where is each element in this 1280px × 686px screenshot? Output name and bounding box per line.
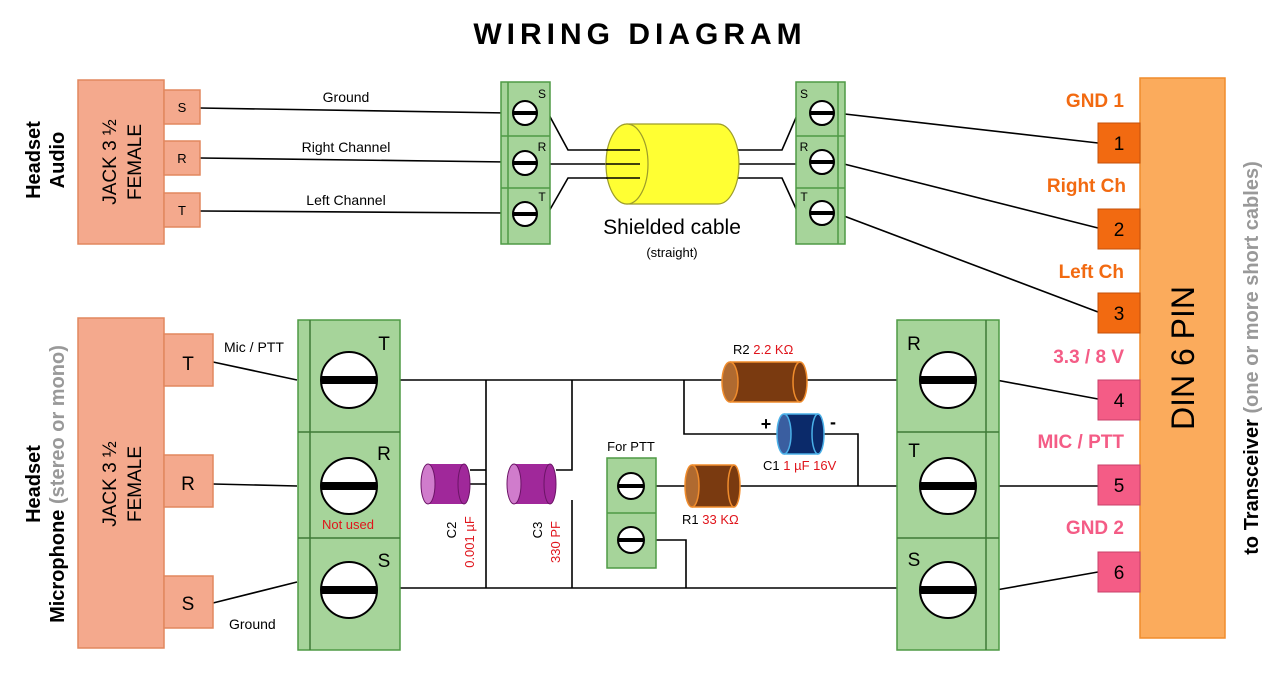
audio-jack: JACK 3 ½ FEMALE S R T xyxy=(77,79,201,245)
audio-jack-tab-label: R xyxy=(177,151,186,166)
terminal-letter: T xyxy=(538,190,546,204)
headset-microphone-label: Headset Microphone (stereo or mono) xyxy=(23,345,69,623)
din-pin-6 xyxy=(1097,551,1141,593)
din-pin-1 xyxy=(1097,122,1141,164)
terminal-letter: S xyxy=(908,550,921,571)
c1-value: 1 µF 16V xyxy=(783,458,836,473)
cable-label: Shielded cable xyxy=(603,216,741,239)
page-title: WIRING DIAGRAM xyxy=(473,18,806,51)
din-connector: DIN 6 PIN 1 2 3 4 5 6 GND 1 Right Ch Lef… xyxy=(1037,77,1226,639)
transceiver-line-a: to Transceiver xyxy=(1241,419,1263,555)
for-ptt-label: For PTT xyxy=(607,439,655,454)
mic-jack: JACK 3 ½ FEMALE T R S xyxy=(77,317,214,649)
mic-terminal-right: R T S xyxy=(896,319,1000,651)
din-pin-label-left-ch: Left Ch xyxy=(1059,262,1124,283)
r2-name: R2 xyxy=(733,342,750,357)
din-pin-number: 5 xyxy=(1114,476,1125,497)
din-pin-number: 2 xyxy=(1114,220,1125,241)
cable-sublabel: (straight) xyxy=(646,245,697,260)
shielded-cable: Shielded cable (straight) xyxy=(603,123,741,260)
terminal-letter: T xyxy=(800,190,808,204)
capacitor-c1: + - C1 1 µF 16V xyxy=(761,412,837,473)
mic-jack-tab-t xyxy=(163,333,214,387)
din-pin-number: 3 xyxy=(1114,304,1125,325)
r2-value: 2.2 KΩ xyxy=(753,342,793,357)
din-pin-2 xyxy=(1097,208,1141,250)
terminal-letter: R xyxy=(800,140,809,154)
wire-label-mic-ptt: Mic / PTT xyxy=(224,339,284,355)
mic-jack-tab-label: T xyxy=(182,354,194,375)
mic-jack-tab-label: R xyxy=(181,474,195,495)
terminal-letter: S xyxy=(378,551,391,572)
mic-jack-tab-s xyxy=(163,575,214,629)
c2-name: C2 xyxy=(444,522,459,539)
transceiver-label: to Transceiver (one or more short cables… xyxy=(1241,161,1263,554)
resistor-r2: R2 2.2 KΩ xyxy=(721,342,808,403)
capacitor-c3: C3 330 PF xyxy=(506,463,563,563)
r1-value: 33 KΩ xyxy=(702,512,739,527)
terminal-letter: S xyxy=(538,87,546,101)
wire-label-ground-mic: Ground xyxy=(229,616,276,632)
r1-name: R1 xyxy=(682,512,699,527)
audio-terminal-right: S R T xyxy=(795,81,846,245)
terminal-letter: T xyxy=(378,334,390,355)
audio-jack-line2: FEMALE xyxy=(125,124,146,200)
din-pin-label-gnd1: GND 1 xyxy=(1066,91,1125,112)
headset-audio-line1: Headset xyxy=(23,121,45,199)
din-pin-number: 1 xyxy=(1114,134,1125,155)
wire-label-right-channel: Right Channel xyxy=(302,139,391,155)
din-pin-4 xyxy=(1097,379,1141,421)
c1-minus: - xyxy=(830,412,836,432)
c1-plus: + xyxy=(761,414,772,434)
mic-terminal-left: T R S Not used xyxy=(297,319,401,651)
audio-jack-tab-label: S xyxy=(178,100,187,115)
headset-mic-line1: Headset xyxy=(23,445,45,523)
c1-label: C1 1 µF 16V xyxy=(763,458,837,473)
terminal-letter: R xyxy=(377,444,391,465)
din-pin-label-power: 3.3 / 8 V xyxy=(1053,347,1124,368)
din-pin-number: 6 xyxy=(1114,563,1125,584)
resistor-r1: R1 33 KΩ xyxy=(682,464,741,527)
din-pin-number: 4 xyxy=(1114,391,1125,412)
mic-jack-tab-r xyxy=(163,454,214,508)
not-used-label: Not used xyxy=(322,517,374,532)
r1-label: R1 33 KΩ xyxy=(682,512,739,527)
terminal-letter: S xyxy=(800,87,808,101)
mic-jack-line2: FEMALE xyxy=(125,446,146,522)
audio-jack-tab-r xyxy=(163,140,201,176)
audio-jack-line1: JACK 3 ½ xyxy=(100,119,121,205)
headset-audio-line2: Audio xyxy=(47,132,69,189)
c2-value: 0.001 µF xyxy=(462,516,477,568)
audio-jack-tab-t xyxy=(163,192,201,228)
headset-mic-stereo-mono: (stereo or mono) xyxy=(47,345,69,504)
headset-mic-microphone: Microphone xyxy=(47,510,69,623)
capacitor-c2: C2 0.001 µF xyxy=(420,463,477,568)
wire-label-ground: Ground xyxy=(323,89,370,105)
terminal-letter: R xyxy=(907,334,921,355)
ptt-terminal: For PTT xyxy=(606,439,657,569)
audio-jack-tab-label: T xyxy=(178,203,186,218)
mic-jack-line1: JACK 3 ½ xyxy=(100,441,121,527)
mic-jack-tab-label: S xyxy=(182,594,195,615)
din-pin-label-gnd2: GND 2 xyxy=(1066,518,1124,539)
wires xyxy=(199,107,1099,604)
din-pin-3 xyxy=(1097,292,1141,334)
headset-mic-line2: Microphone (stereo or mono) xyxy=(47,345,69,623)
headset-audio-label: Headset Audio xyxy=(23,121,69,199)
din-label: DIN 6 PIN xyxy=(1165,286,1201,430)
transceiver-line-b: (one or more short cables) xyxy=(1241,161,1263,413)
c1-name: C1 xyxy=(763,458,780,473)
terminal-letter: T xyxy=(908,441,920,462)
c3-name: C3 xyxy=(530,522,545,539)
din-pin-label-right-ch: Right Ch xyxy=(1047,176,1126,197)
c3-value: 330 PF xyxy=(548,521,563,563)
r2-label: R2 2.2 KΩ xyxy=(733,342,794,357)
din-pin-5 xyxy=(1097,464,1141,506)
terminal-letter: R xyxy=(538,140,547,154)
audio-terminal-left: S R T xyxy=(500,81,551,245)
din-pin-label-mic-ptt: MIC / PTT xyxy=(1037,432,1124,453)
audio-jack-tab-s xyxy=(163,89,201,125)
wire-label-left-channel: Left Channel xyxy=(306,192,385,208)
